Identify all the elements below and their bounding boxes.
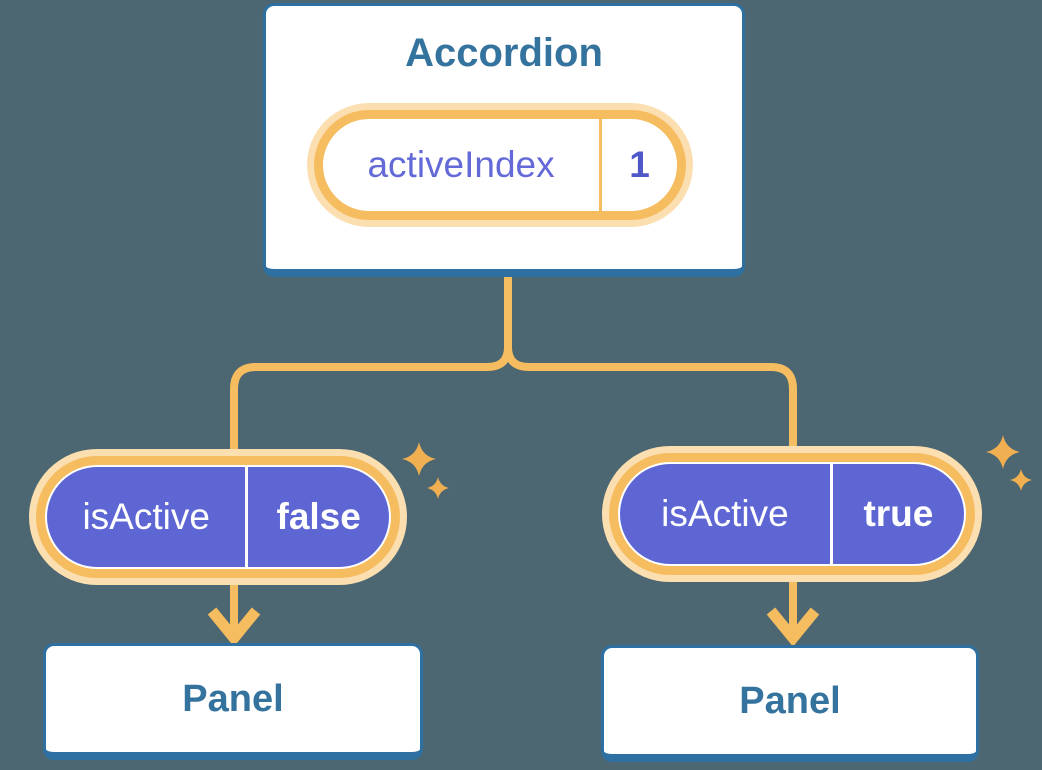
prop-pill-name: isActive: [47, 467, 246, 567]
panel-card-right: Panel: [601, 645, 979, 762]
state-pill-name: activeIndex: [367, 144, 555, 185]
prop-pill-right: isActive true: [602, 446, 982, 582]
pill-divider: [599, 119, 603, 211]
prop-pill-name: isActive: [620, 464, 830, 564]
sparkle-icon: [402, 442, 436, 476]
pill-ring: activeIndex 1: [314, 110, 686, 220]
state-pill: activeIndex 1: [307, 103, 693, 227]
sparkle-icon: [427, 477, 449, 499]
branch-lines: [230, 260, 797, 630]
panel-card-left: Panel: [43, 643, 423, 760]
panel-title: Panel: [182, 677, 284, 720]
pill-ring: isActive false: [36, 456, 400, 578]
accordion-title: Accordion: [405, 31, 603, 75]
arrow-down-icon: [766, 607, 820, 647]
pill-halo: isActive true: [602, 446, 982, 582]
panel-title: Panel: [739, 679, 841, 722]
prop-pill-left: isActive false: [29, 449, 407, 585]
prop-pill-value: true: [832, 464, 964, 564]
pill-ring: isActive true: [609, 453, 975, 575]
arrow-down-icon: [207, 607, 261, 647]
pill-halo: activeIndex 1: [307, 103, 693, 227]
sparkle-icon: [986, 435, 1020, 469]
branch-line-right: [504, 260, 797, 630]
prop-pill-value: false: [248, 467, 389, 567]
pill-halo: isActive false: [29, 449, 407, 585]
sparkle-icon: [1010, 469, 1032, 491]
state-pill-value: 1: [629, 144, 650, 185]
